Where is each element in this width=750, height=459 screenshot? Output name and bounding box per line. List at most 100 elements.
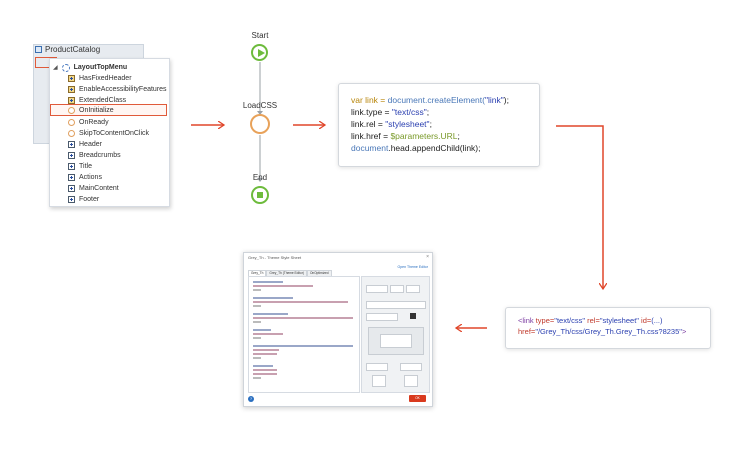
stylesheet-dialog: Grey_Th - Theme Style Sheet × Open Theme… [243,252,433,407]
property-field[interactable] [366,313,398,321]
flow-connector-bottom-head [257,178,263,182]
tree-item-label: HasFixedHeader [79,75,132,82]
widget-icon [68,196,75,203]
code-stripe [253,313,288,315]
widget-icon [68,185,75,192]
code-stripe [253,333,283,335]
color-swatch[interactable] [410,313,416,319]
style-properties-panel [361,276,430,393]
code-stripe [253,285,313,287]
code-stripe [253,337,261,339]
tree-item[interactable]: HasFixedHeader [68,73,132,84]
loadcss-label: LoadCSS [242,101,278,110]
code-stripe [253,289,261,291]
tree-item-label: EnableAccessibilityFeatures [79,86,167,93]
property-field[interactable] [406,285,420,293]
tree-item-label: Header [79,141,102,148]
tree-item[interactable]: SkipToContentOnClick [68,128,149,139]
code-stripe [253,317,353,319]
end-node[interactable] [251,186,269,204]
code-stripe [253,329,271,331]
box-model-editor[interactable] [368,327,424,355]
code-stripe [253,305,261,307]
start-node[interactable] [251,44,268,61]
tree-item[interactable]: MainContent [68,183,119,194]
tree-item[interactable]: Header [68,139,102,150]
code-stripe [253,301,348,303]
tree-item-label: SkipToContentOnClick [79,130,150,137]
flow-connector-top-head [257,111,263,115]
widget-icon [68,163,75,170]
tree-root-label: LayoutTopMenu [73,64,128,71]
code-stripe [253,377,261,379]
close-icon[interactable]: × [426,254,429,260]
block-tree: ◢ LayoutTopMenu HasFixedHeader EnableAcc… [49,58,170,207]
tree-item[interactable]: ExtendedClass [68,95,126,106]
code-stripe [253,281,283,283]
link-line-1: <link type="text/css" rel="stylesheet" i… [518,316,663,325]
property-field[interactable] [366,285,388,293]
event-icon [68,130,75,137]
event-icon [68,106,75,114]
code-line-4: link.href = $parameters.URL; [351,131,460,141]
tree-item-label: ExtendedClass [79,97,127,104]
stop-icon [257,192,263,198]
code-stripe [253,349,279,351]
play-icon [258,49,265,57]
start-label: Start [251,31,269,40]
module-icon [35,46,42,53]
collapse-icon[interactable]: ◢ [53,65,58,71]
widget-icon [68,152,75,159]
help-icon[interactable]: ? [248,396,254,402]
tree-item-label: Title [79,163,92,170]
tree-item[interactable]: Actions [68,172,102,183]
module-name: ProductCatalog [45,45,101,54]
tree-item-label: Actions [79,174,102,181]
code-stripe [253,321,261,323]
tree-item-highlighted[interactable]: OnInitialize [50,104,167,116]
loadcss-node[interactable] [250,114,270,134]
code-stripe [253,369,277,371]
tree-item[interactable]: OnReady [68,117,109,128]
widget-icon [68,174,75,181]
property-field[interactable] [366,301,426,309]
event-icon [68,119,75,126]
open-theme-editor-link[interactable]: Open Theme Editor [397,265,428,269]
arrow-code-to-link [556,125,603,289]
ok-button[interactable]: OK [409,395,426,402]
code-stripe [253,297,293,299]
placeholder-icon [68,75,75,82]
link-tag-box: <link type="text/css" rel="stylesheet" i… [505,307,711,349]
css-editor[interactable] [248,276,360,393]
end-label: End [252,173,268,182]
placeholder-icon [68,97,75,104]
tree-item-label: OnReady [79,119,109,126]
widget-icon [68,141,75,148]
tree-item[interactable]: Title [68,161,92,172]
placeholder-icon [68,86,75,93]
code-stripe [253,365,273,367]
code-line-2: link.type = "text/css"; [351,107,430,117]
box-model-inner [380,334,412,348]
link-line-2: href="/Grey_Th/css/Grey_Th.Grey_Th.css?8… [518,327,687,336]
tree-item-label: Breadcrumbs [79,152,121,159]
layout-preview[interactable] [404,375,418,387]
tree-item[interactable]: EnableAccessibilityFeatures [68,84,167,95]
code-stripe [253,353,277,355]
tree-item-label: MainContent [79,185,119,192]
tree-item[interactable]: Footer [68,194,99,205]
tree-item[interactable]: Breadcrumbs [68,150,121,161]
code-stripe [253,373,277,375]
javascript-code-box: var link = document.createElement("link"… [338,83,540,167]
code-stripe [253,345,353,347]
tree-item-label: Footer [79,196,100,203]
property-field[interactable] [390,285,404,293]
property-field[interactable] [400,363,422,371]
code-line-1: var link = document.createElement("link"… [351,95,509,105]
code-line-3: link.rel = "stylesheet"; [351,119,432,129]
property-field[interactable] [366,363,388,371]
tree-root-item[interactable]: ◢ LayoutTopMenu [53,62,127,73]
tree-item-label: OnInitialize [79,106,114,114]
layout-preview[interactable] [372,375,386,387]
